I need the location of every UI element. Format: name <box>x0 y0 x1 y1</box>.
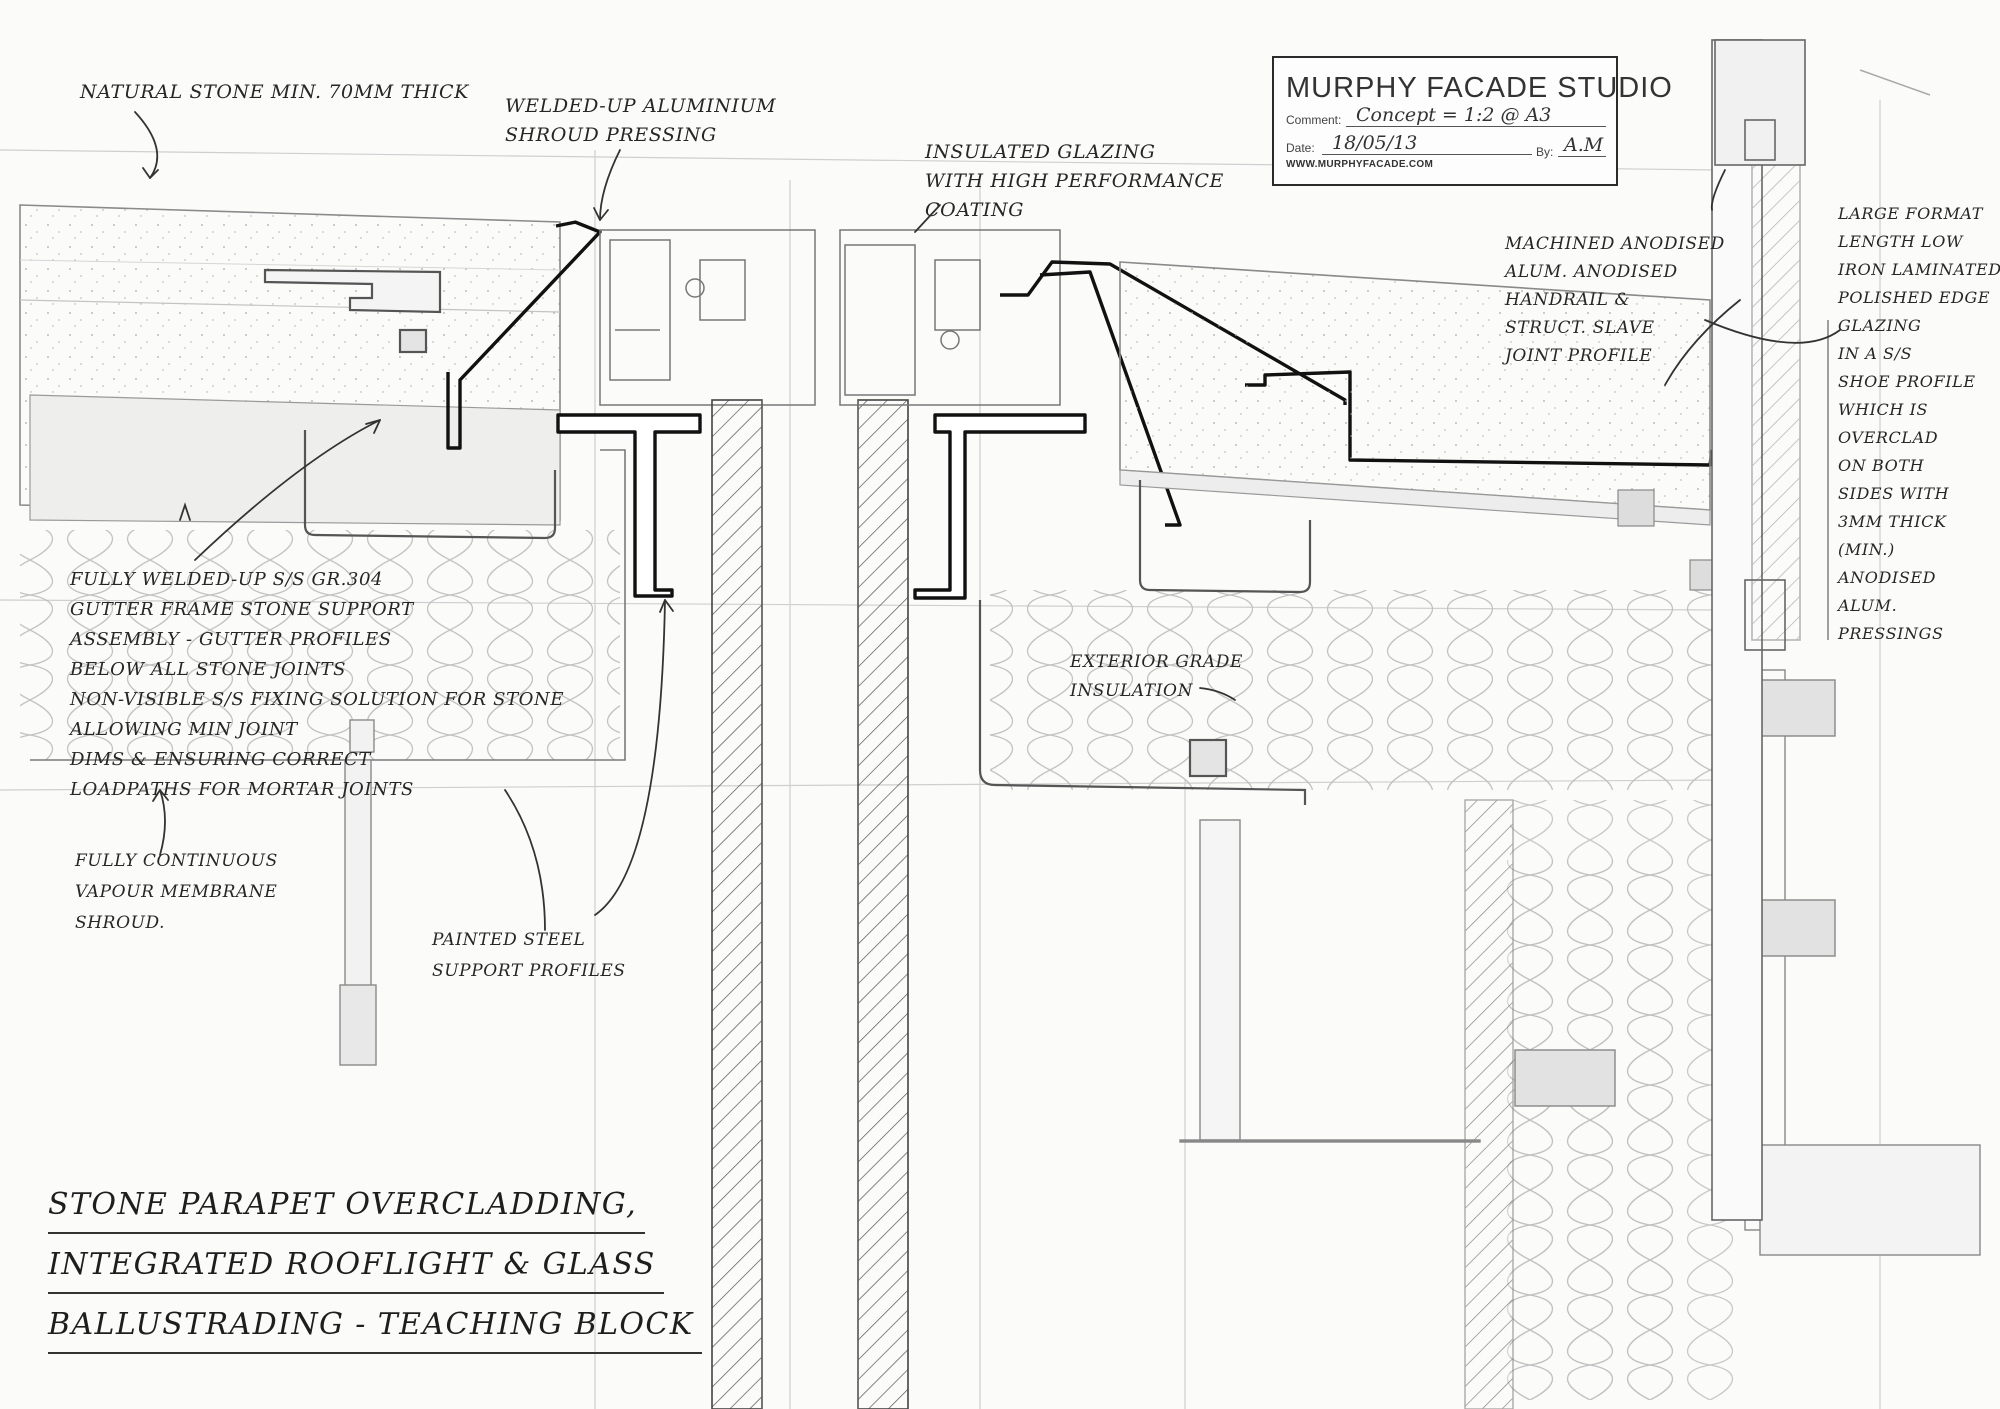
comment-value: Concept = 1:2 @ A3 <box>1356 104 1552 126</box>
note-natural-stone: NATURAL STONE MIN. 70mm THICK <box>80 81 469 103</box>
comment-label: Comment: <box>1286 113 1342 127</box>
sheet-title: STONE PARAPET OVERCLADDING, INTEGRATED R… <box>48 1178 702 1358</box>
left-rooflight-frame <box>599 229 816 406</box>
glass-walls <box>711 399 909 1409</box>
date-label: Date: <box>1286 141 1315 155</box>
left-shroud <box>446 220 702 598</box>
insulation-lower-left <box>1495 860 1685 1400</box>
note-gutter: FULLY WELDED-UP S/S GR.304 GUTTER FRAME … <box>70 569 565 800</box>
left-posts <box>339 719 377 1066</box>
right-rooflight-frame <box>839 229 1061 406</box>
insulation-right <box>990 590 1720 790</box>
note-balustrade: LARGE FORMAT LENGTH LOW IRON LAMINATED P… <box>1838 204 2000 643</box>
note-steel: PAINTED STEEL SUPPORT PROFILES <box>432 930 626 981</box>
leader-lines <box>134 111 1841 931</box>
note-shroud: WELDED-UP ALUMINIUM SHROUD PRESSING <box>505 95 777 146</box>
title-block: MURPHY FACADE STUDIO Comment: Concept = … <box>1272 56 1672 186</box>
right-slab <box>1179 669 1981 1409</box>
note-insulation: EXTERIOR GRADE INSULATION <box>1070 652 1244 701</box>
sheet-title-line-1: STONE PARAPET OVERCLADDING, <box>48 1178 646 1234</box>
sheet-title-line-2: INTEGRATED ROOFLIGHT & GLASS <box>48 1238 664 1294</box>
right-stone-coping <box>1119 261 1719 591</box>
date-value: 18/05/13 <box>1332 132 1418 154</box>
studio-name: MURPHY FACADE STUDIO <box>1286 72 1673 104</box>
right-gutter-frame <box>978 480 1312 805</box>
by-label: By: <box>1536 145 1554 159</box>
note-vapour: FULLY CONTINUOUS VAPOUR MEMBRANE SHROUD. <box>75 851 278 933</box>
by-value: A.M <box>1564 134 1604 156</box>
left-gutter-frame <box>30 268 626 761</box>
note-glazing: INSULATED GLAZING WITH HIGH PERFORMANCE … <box>925 141 1225 221</box>
insulation-left <box>20 530 620 760</box>
balustrade-glass <box>1711 39 1931 1221</box>
studio-url: WWW.MURPHYFACADE.COM <box>1286 159 1434 170</box>
sheet-title-line-3: BALLUSTRADING - TEACHING BLOCK <box>48 1298 702 1354</box>
note-handrail: MACHINED ANODISED ALUM. ANODISED HANDRAI… <box>1505 234 1725 366</box>
